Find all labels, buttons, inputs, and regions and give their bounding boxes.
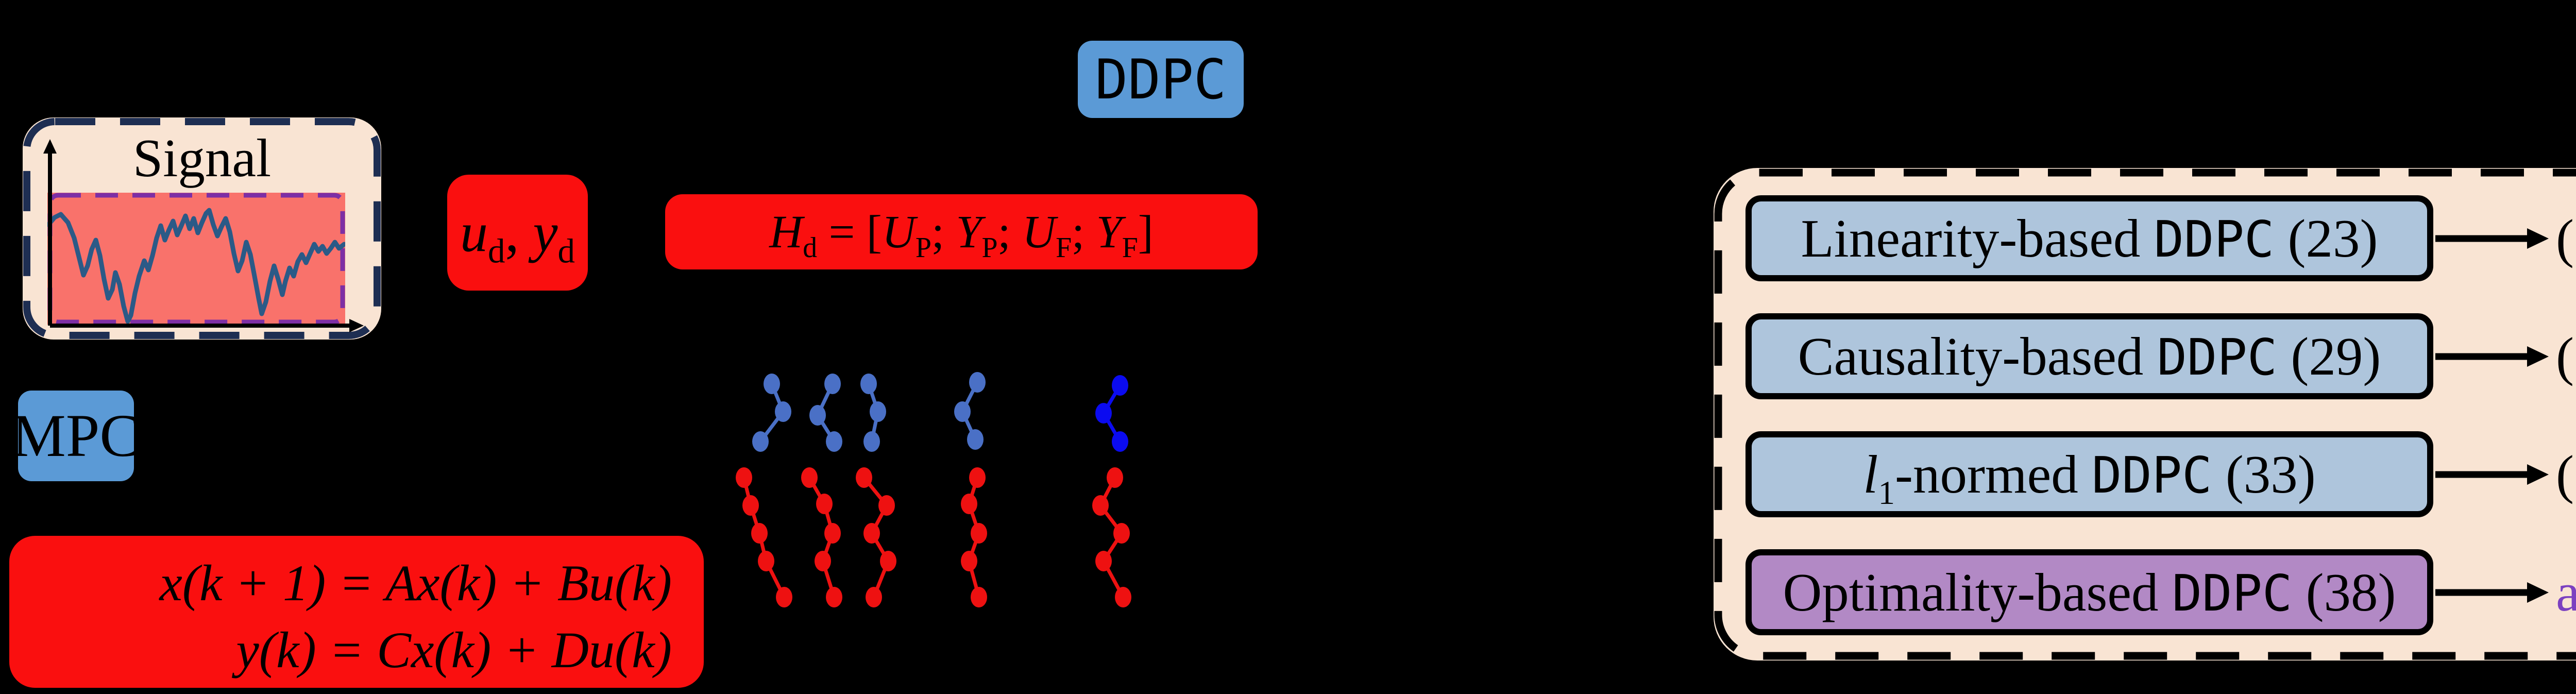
state-space-box: x(k + 1) = Ax(k) + Bu(k) y(k) = Cx(k) + … bbox=[9, 536, 704, 688]
row-annotation: (10a) for low-rank approximation bbox=[2556, 444, 2576, 504]
ddpc-badge: DDPC bbox=[1078, 41, 1244, 118]
mpc-badge-label: MPC bbox=[11, 402, 141, 469]
method-pill-label: Optimality-based DDPC (38) bbox=[1783, 562, 2396, 622]
ddpc-badge-label: DDPC bbox=[1095, 47, 1227, 111]
mpc-badge: MPC bbox=[12, 391, 140, 481]
hankel-matrix-box: Hd = [UP; YP; UF; YF] bbox=[665, 194, 1258, 269]
taxonomy-row: l1-normed DDPC (33) (10a) for low-rank a… bbox=[1745, 431, 2576, 517]
y-axis-arrow-icon bbox=[43, 139, 57, 154]
output-equation: y(k) = Cx(k) + Du(k) bbox=[236, 621, 672, 679]
taxonomy-row: Causality-based DDPC (29) (10b), (10c) f… bbox=[1745, 313, 2576, 399]
signal-panel-title: Signal bbox=[132, 128, 272, 188]
io-data-box: ud, yd bbox=[447, 175, 588, 291]
method-pill: Linearity-based DDPC (23) bbox=[1745, 195, 2433, 281]
method-pill-label: l1-normed DDPC (33) bbox=[1863, 444, 2316, 512]
taxonomy-row: Optimality-based DDPC (38) approximated … bbox=[1745, 549, 2576, 635]
flow-arrow-icon bbox=[2435, 228, 2549, 249]
method-pill: l1-normed DDPC (33) bbox=[1745, 431, 2433, 517]
row-annotation: (10b), (10c) for linearity and causality bbox=[2556, 326, 2576, 386]
method-pill-label: Linearity-based DDPC (23) bbox=[1801, 208, 2378, 268]
row-annotation: (10b) for linearity bbox=[2556, 208, 2576, 268]
signal-waveform bbox=[47, 208, 345, 324]
taxonomy-row: Linearity-based DDPC (23) (10b) for line… bbox=[1745, 195, 2576, 281]
flow-arrow-icon bbox=[2435, 346, 2549, 367]
flow-arrow-icon bbox=[2435, 464, 2549, 485]
method-pill: Optimality-based DDPC (38) bbox=[1745, 549, 2433, 635]
x-axis-arrow-icon bbox=[349, 319, 364, 332]
plot-axes bbox=[43, 139, 364, 332]
flow-arrow-icon bbox=[2435, 582, 2549, 603]
taxonomy-panel: Linearity-based DDPC (23) (10b) for line… bbox=[1714, 168, 2576, 661]
row-annotation: approximated solution of (10) bbox=[2556, 562, 2576, 622]
method-pill-label: Causality-based DDPC (29) bbox=[1798, 326, 2381, 386]
method-pill: Causality-based DDPC (29) bbox=[1745, 313, 2433, 399]
state-equation: x(k + 1) = Ax(k) + Bu(k) bbox=[159, 554, 672, 612]
hankel-matrix-math: Hd = [UP; YP; UF; YF] bbox=[769, 206, 1154, 264]
io-data-math: ud, yd bbox=[460, 201, 575, 270]
